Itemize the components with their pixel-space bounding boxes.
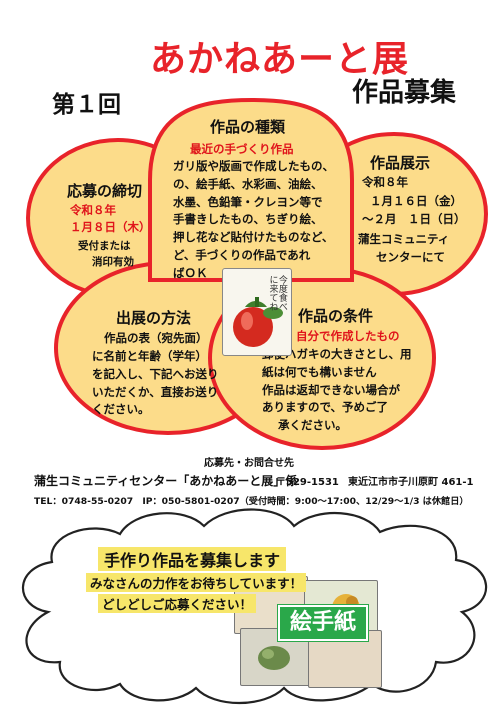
condition-line: 作品は返却できない場合が xyxy=(262,382,400,397)
method-sub: 作品の表（宛先面） xyxy=(104,331,208,345)
deadline-heading: 応募の締切 xyxy=(67,182,143,200)
type-line: 手書きしたもの、ちぎり絵、 xyxy=(173,212,323,227)
method-line: に名前と年齢（学年） xyxy=(92,349,207,363)
banner-line-2: どしどしご応募ください！ xyxy=(98,594,257,613)
exhibit-dates: １月１６日（金） ～２月 １日（日） xyxy=(362,193,466,229)
type-line: の、絵手紙、水彩画、油絵、 xyxy=(173,176,323,191)
banner-line-1: みなさんの力作をお待ちしています！ xyxy=(86,573,307,592)
etegami-badge: 絵手紙 xyxy=(278,605,368,641)
type-line: ど、手づくりの作品であれ xyxy=(173,248,311,263)
method-line: いただくか、直接お送り xyxy=(92,384,219,399)
type-line: 水墨、色鉛筆・クレヨン等で xyxy=(173,194,323,209)
round-label: 第１回 xyxy=(52,92,121,118)
type-line: ばＯＫ xyxy=(173,265,208,280)
condition-line: 郵便ハガキの大きさとし、用 xyxy=(262,347,412,361)
deadline-date: １月８日（木） xyxy=(70,220,151,234)
method-line: を記入し、下記へお送り xyxy=(92,366,219,381)
method-line: ください。 xyxy=(92,402,150,417)
contact-phones: TEL：0748-55-0207 IP：050-5801-0207（受付時間：9… xyxy=(34,496,469,507)
condition-line: 承ください。 xyxy=(278,418,347,433)
banner-heading: 手作り作品を募集します xyxy=(98,547,287,571)
type-line: ガリ版や版画で作成したもの、 xyxy=(173,159,334,173)
call-for-entries-label: 作品募集 xyxy=(352,78,457,108)
vegetable-painting-icon xyxy=(258,646,290,670)
condition-line: ありますので、予めご了 xyxy=(262,400,389,415)
petal-top xyxy=(148,97,354,282)
deadline-notes: 受付または 消印有効 xyxy=(78,238,134,271)
type-lines: ガリ版や版画で作成したもの、 の、絵手紙、水彩画、油絵、 水墨、色鉛筆・クレヨン… xyxy=(173,158,334,283)
condition-line: 紙は何でも構いません xyxy=(262,364,377,379)
contact-org: 蒲生コミュニティセンター「あかねあーと展」係 xyxy=(34,474,298,488)
contact-postal: 〒529-1531 xyxy=(276,477,339,488)
exhibit-venue: 蒲生コミュニティ センターにて xyxy=(358,231,449,267)
exhibit-heading: 作品展示 xyxy=(370,154,431,172)
method-lines: に名前と年齢（学年） を記入し、下記へお送り いただくか、直接お送り ください。 xyxy=(92,348,219,419)
exhibit-date: ～２月 １日（日） xyxy=(362,211,466,226)
deadline-era: 令和８年 xyxy=(70,203,116,217)
type-heading: 作品の種類 xyxy=(210,118,286,136)
deadline-note: 受付または xyxy=(78,240,131,252)
condition-heading: 作品の条件 xyxy=(298,307,374,325)
contact-address: 東近江市市子川原町 461-1 xyxy=(348,477,474,488)
method-heading: 出展の方法 xyxy=(116,309,192,327)
type-line: 押し花など貼付けたものなど、 xyxy=(173,230,334,245)
stamp-caption: 今度食べに来てね xyxy=(267,275,287,311)
deadline-note: 消印有効 xyxy=(92,256,134,269)
exhibit-date: １月１６日（金） xyxy=(370,194,462,208)
exhibit-venue-line: センターにて xyxy=(376,249,445,264)
exhibit-venue-line: 蒲生コミュニティ xyxy=(358,232,450,246)
condition-highlight: 自分で作成したもの xyxy=(296,329,400,343)
condition-lines: 郵便ハガキの大きさとし、用 紙は何でも構いません 作品は返却できない場合が あり… xyxy=(262,346,412,435)
contact-label: 応募先・お問合せ先 xyxy=(204,458,294,469)
exhibit-era: 令和８年 xyxy=(362,175,408,189)
type-highlight: 最近の手づくり作品 xyxy=(190,142,294,156)
center-etegami-image: 今度食べに来てね xyxy=(222,268,292,356)
event-title: あかねあーと展 xyxy=(150,38,410,80)
pepper-painting-icon xyxy=(233,297,283,347)
